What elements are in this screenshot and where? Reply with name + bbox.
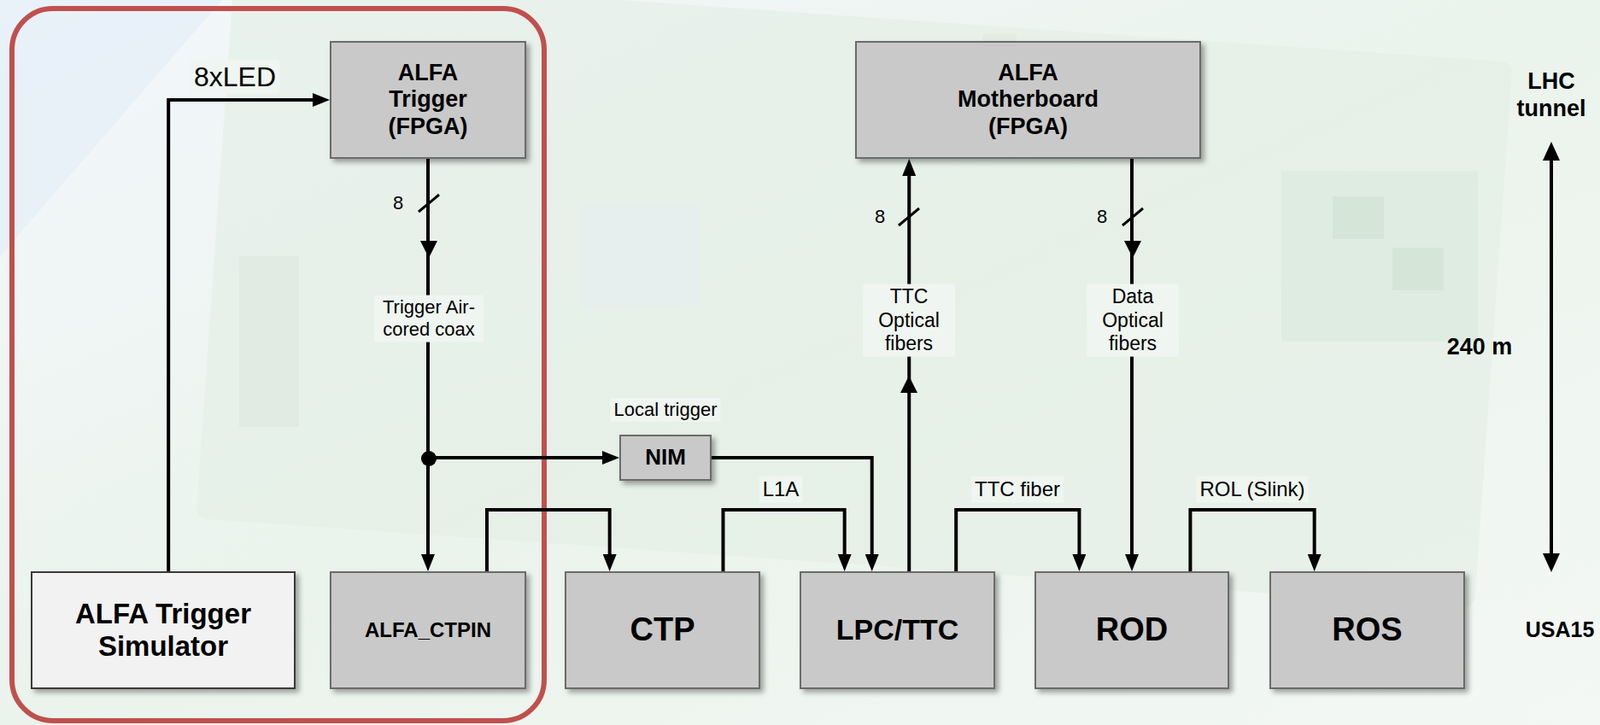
connector [722,509,844,572]
nim-box: NIM [619,434,712,481]
connector [168,99,322,572]
box-label: ALFA Trigger (FPGA) [363,59,493,140]
box-label: ALFA Motherboard (FPGA) [943,59,1114,140]
bus-width: 8 [1096,205,1108,229]
box-label: ALFA Trigger Simulator [43,597,283,663]
connector [1130,158,1134,563]
box-label: ROS [1331,611,1402,650]
module-box: CTP [564,571,761,690]
box-label: NIM [644,445,686,471]
board-shade [0,0,223,257]
box-label: CTP [630,611,696,650]
pcb-chip [1332,196,1384,240]
distance-arrow [1549,158,1554,557]
fpga-box: ALFA Motherboard (FPGA) [855,41,1202,159]
highlight-frame [11,8,545,721]
connector [486,509,610,572]
location-label: USA15 [1525,616,1595,643]
pcb-chip [580,205,701,308]
pcb-chip [1281,170,1478,342]
box-label: LPC/TTC [836,613,960,647]
fpga-box: ALFA Trigger (FPGA) [329,41,527,159]
pcb-connector [239,256,299,428]
pcb-chip [1392,247,1444,291]
edge-label: TTC fiber [971,476,1064,504]
connector [711,457,873,563]
arrowhead [1542,553,1560,573]
edge-label: 8xLED [190,59,280,94]
location-label: LHC tunnel [1508,67,1595,124]
bus-width: 8 [874,205,885,229]
edge-label: Trigger Air-cored coax [374,295,484,343]
edge-label: TTC Optical fibers [862,284,956,358]
module-box: ROS [1269,571,1466,690]
box-label: ROD [1095,611,1168,650]
module-box: ROD [1034,571,1230,690]
bus-width: 8 [392,192,404,215]
module-box: LPC/TTC [799,571,996,690]
location-label: 240 m [1447,333,1513,361]
connector [955,509,1079,572]
arrowhead [1542,141,1560,161]
connector [907,167,911,572]
module-box: ALFA_CTPIN [329,571,527,690]
edge-label: Local trigger [609,398,721,422]
pcb-outline [196,0,1513,609]
edge-label: Data Optical fibers [1086,284,1179,358]
connector [1189,509,1314,572]
box-label: ALFA_CTPIN [364,618,492,643]
simulator-box: ALFA Trigger Simulator [30,571,296,690]
edge-label: L1A [759,476,803,504]
edge-label: ROL (Slink) [1195,476,1308,504]
